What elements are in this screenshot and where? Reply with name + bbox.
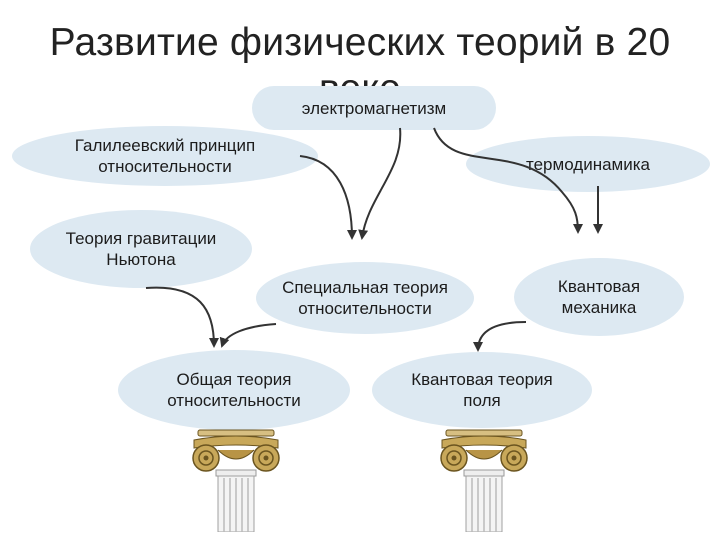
node-thermodynamics-label: термодинамика [526,154,650,174]
node-galilean: Галилеевский принцип относительности [12,126,318,186]
arrow-special-to-general [219,323,277,348]
node-quantum-field-theory: Квантовая теория поля [372,352,592,428]
node-quantum-mechanics: Квантовая механика [514,258,684,336]
arrow-gravitation-to-general [145,286,219,348]
arrow-galilean-to-special [299,155,357,240]
node-quantum-field-theory-label: Квантовая теория поля [411,370,553,410]
node-galilean-label: Галилеевский принцип относительности [74,136,256,176]
arrow-electromagnetism-to-quantum-mech [433,127,583,234]
node-gravitation-label: Теория гравитации Ньютона [65,229,217,269]
node-quantum-mechanics-label: Квантовая механика [557,277,641,317]
arrow-quantum-mech-to-qft [473,321,527,352]
node-general-relativity: Общая теория относительности [118,350,350,430]
node-gravitation: Теория гравитации Ньютона [30,210,252,288]
pillar-left-icon [192,429,280,532]
node-electromagnetism-label: электромагнетизм [301,98,447,118]
node-general-relativity-label: Общая теория относительности [167,370,301,410]
node-electromagnetism: электромагнетизм [252,86,496,130]
arrow-electromagnetism-to-special [358,127,402,240]
node-special-relativity: Специальная теория относительности [256,262,474,334]
node-special-relativity-label: Специальная теория относительности [282,278,448,318]
node-thermodynamics: термодинамика [466,136,710,192]
pillar-right-icon [440,429,528,532]
